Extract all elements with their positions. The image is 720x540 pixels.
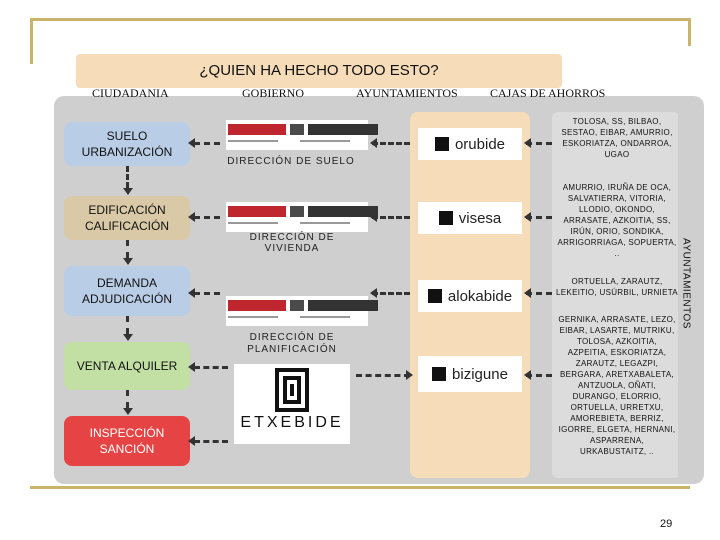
municipalities-orubide: TOLOSA, SS, BILBAO, SESTAO, EIBAR, AMURR… [561, 117, 673, 159]
gov-logo-planificacion-strip [228, 300, 378, 311]
stage-edificacion: EDIFICACIÓN CALIFICACIÓN [64, 196, 190, 240]
gov-logo-suelo-strip [228, 124, 378, 135]
stage-demanda: DEMANDA ADJUDICACIÓN [64, 266, 190, 316]
company-orubide: orubide [418, 128, 522, 160]
gov-logo-suelo-sub2 [300, 140, 350, 142]
flow-arrow-2 [126, 240, 129, 258]
alokabide-square-icon [427, 289, 442, 303]
company-alokabide: alokabide [418, 280, 522, 312]
stage-suelo: SUELO URBANIZACIÓN [64, 122, 190, 166]
flow-arrowhead-4 [123, 408, 133, 415]
gov-logo-vivienda-strip [228, 206, 378, 217]
link-gov-orubide [372, 142, 410, 145]
link-demanda-gov-head [188, 288, 195, 298]
company-alokabide-name: alokabide [447, 287, 513, 305]
municipalities-alokabide: ORTUELLA, ZARAUTZ, LEKEITIO, USÚRBIL, UR… [556, 277, 678, 297]
link-gov-alokabide [372, 292, 410, 295]
visesa-square-icon [438, 211, 453, 225]
header-ayuntamientos: AYUNTAMIENTOS [356, 86, 458, 100]
header-cajas: CAJAS DE AHORROS [490, 86, 606, 100]
link-muni-bizigune-head [524, 370, 531, 380]
etxebide-mark-icon [275, 368, 309, 412]
link-demanda-gov [194, 292, 220, 295]
bizigune-square-icon [432, 367, 447, 381]
link-muni-orubide-head [524, 138, 531, 148]
company-orubide-name: orubide [454, 135, 506, 153]
link-muni-bizigune [526, 374, 552, 377]
header-gobierno: GOBIERNO [242, 86, 304, 100]
frame-right-line [688, 18, 691, 46]
frame-left-line [30, 18, 33, 64]
title-bar [76, 54, 562, 88]
flow-arrow-4 [126, 390, 129, 408]
company-visesa: visesa [418, 202, 522, 234]
gov-logo-planificacion-sub2 [300, 316, 350, 318]
etxebide-logo [234, 364, 350, 444]
stage-venta: VENTA ALQUILER [64, 342, 190, 390]
side-label-ayuntamientos: AYUNTAMIENTOS [680, 238, 692, 329]
link-muni-alokabide-head [524, 288, 531, 298]
page-number: 29 [660, 518, 673, 530]
municipalities-bizigune: GERNIKA, ARRASATE, LEZO, EIBAR, LASARTE,… [558, 315, 676, 456]
dir-planificacion: DIRECCIÓN DE PLANIFICACIÓN [247, 332, 337, 355]
link-gov-alokabide-head [370, 288, 377, 298]
orubide-square-icon [434, 137, 449, 151]
frame-top-line [30, 18, 690, 21]
company-visesa-name: visesa [458, 209, 502, 227]
slide-title: ¿QUIEN HA HECHO TODO ESTO? [199, 62, 439, 79]
flow-arrowhead-1 [123, 188, 133, 195]
link-gov-visesa-head [370, 212, 377, 222]
link-gov-bizigune [356, 374, 410, 377]
link-gov-orubide-head [370, 138, 377, 148]
dir-vivienda: DIRECCIÓN DE VIVIENDA [249, 232, 335, 254]
stage-inspeccion: INSPECCIÓN SANCIÓN [64, 416, 190, 466]
link-gov-visesa [372, 216, 410, 219]
link-venta-gov [194, 366, 228, 369]
link-muni-visesa [526, 216, 552, 219]
header-ciudadania: CIUDADANIA [92, 86, 169, 100]
link-inspeccion-gov [194, 440, 228, 443]
flow-arrow-1 [126, 166, 129, 188]
gov-logo-planificacion-sub [228, 316, 278, 318]
link-suelo-gov-head [188, 138, 195, 148]
dir-suelo: DIRECCIÓN DE SUELO [227, 156, 355, 167]
flow-arrowhead-3 [123, 334, 133, 341]
link-gov-bizigune-head [406, 370, 413, 380]
link-edif-gov-head [188, 212, 195, 222]
municipalities-panel [552, 112, 680, 478]
municipalities-visesa: AMURRIO, IRUÑA DE OCA, SALVATIERRA, VITO… [557, 183, 677, 258]
gov-logo-suelo-sub [228, 140, 278, 142]
link-inspeccion-gov-head [188, 436, 195, 446]
gov-logo-vivienda-sub2 [300, 222, 350, 224]
company-bizigune: bizigune [418, 356, 522, 392]
link-muni-alokabide [526, 292, 552, 295]
frame-bottom-line [30, 486, 690, 489]
flow-arrow-3 [126, 316, 129, 334]
link-edif-gov [194, 216, 220, 219]
gov-logo-vivienda-sub [228, 222, 278, 224]
company-bizigune-name: bizigune [452, 365, 508, 383]
link-suelo-gov [194, 142, 220, 145]
ayuntamientos-tab [678, 112, 694, 484]
link-muni-orubide [526, 142, 552, 145]
etxebide-text: ETXEBIDE [240, 414, 344, 431]
link-muni-visesa-head [524, 212, 531, 222]
link-venta-gov-head [188, 362, 195, 372]
flow-arrowhead-2 [123, 258, 133, 265]
